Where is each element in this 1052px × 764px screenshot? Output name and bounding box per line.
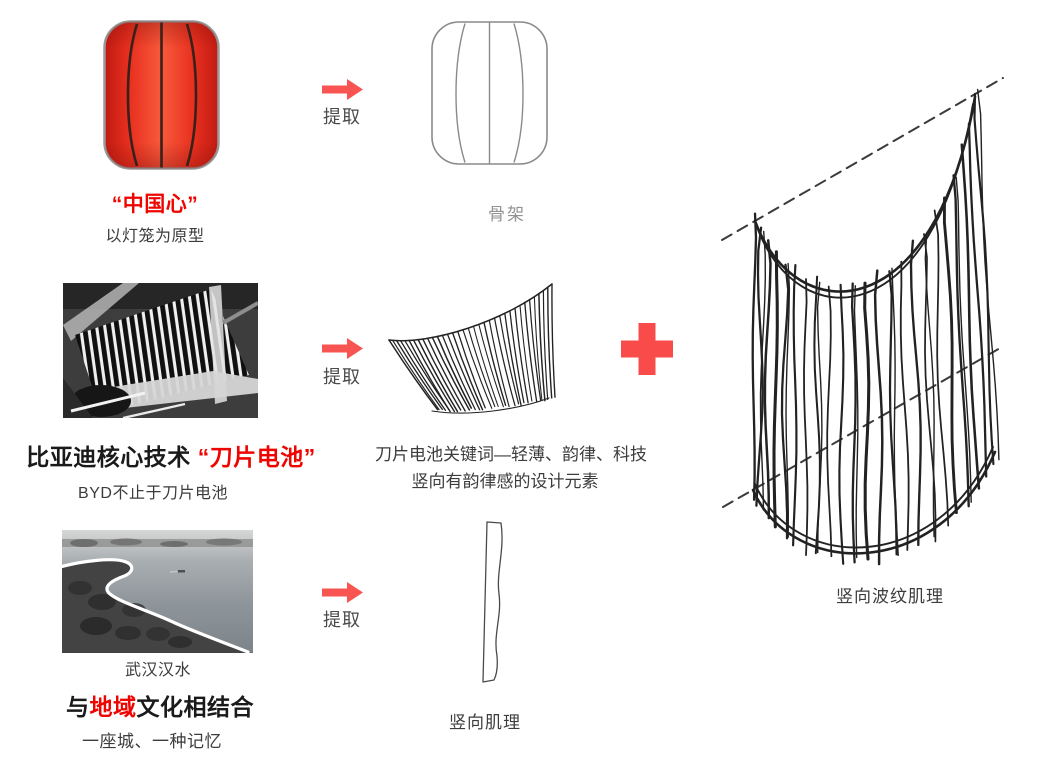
- plus-icon: [620, 322, 674, 376]
- lantern-subtitle: 以灯笼为原型: [105, 228, 205, 245]
- lantern-skeleton-sketch: [431, 21, 548, 165]
- battery-sketch-caption-1: 刀片电池关键词—轻薄、韵律、科技: [375, 445, 647, 464]
- battery-title: 比亚迪核心技术“刀片电池”: [0, 438, 342, 472]
- vertical-texture-caption: 竖向肌理: [449, 713, 521, 732]
- city-title-part2: 文化相结合: [136, 694, 254, 720]
- extract-label-1: 提取: [323, 107, 361, 127]
- hanshui-photo: [62, 530, 253, 653]
- city-title: 与地域文化相结合: [40, 688, 280, 722]
- city-title-part1: 与: [66, 694, 90, 720]
- battery-subtitle: BYD不止于刀片电池: [78, 485, 228, 502]
- arrow-right-icon: [322, 582, 363, 603]
- battery-title-red: “刀片电池”: [197, 444, 316, 470]
- lantern-photo: [103, 20, 220, 170]
- combined-form-sketch: [700, 30, 1052, 590]
- blade-battery-photo: [63, 283, 258, 418]
- arrow-right-icon: [322, 338, 363, 359]
- city-subtitle: 一座城、一种记忆: [82, 732, 222, 751]
- extract-label-3: 提取: [323, 610, 361, 630]
- battery-sketch-caption-2: 竖向有韵律感的设计元素: [411, 472, 599, 491]
- hanshui-caption: 武汉汉水: [124, 662, 191, 679]
- skeleton-caption: 骨架: [488, 205, 526, 224]
- vertical-texture-sketch: [475, 514, 509, 690]
- arrow-right-icon: [322, 79, 363, 100]
- combined-form-caption: 竖向波纹肌理: [836, 587, 944, 606]
- city-title-red: 地域: [89, 694, 137, 720]
- extract-label-2: 提取: [323, 367, 361, 387]
- lantern-title: “中国心”: [111, 193, 199, 216]
- battery-title-black: 比亚迪核心技术: [26, 444, 191, 470]
- blade-battery-sketch: [383, 278, 568, 418]
